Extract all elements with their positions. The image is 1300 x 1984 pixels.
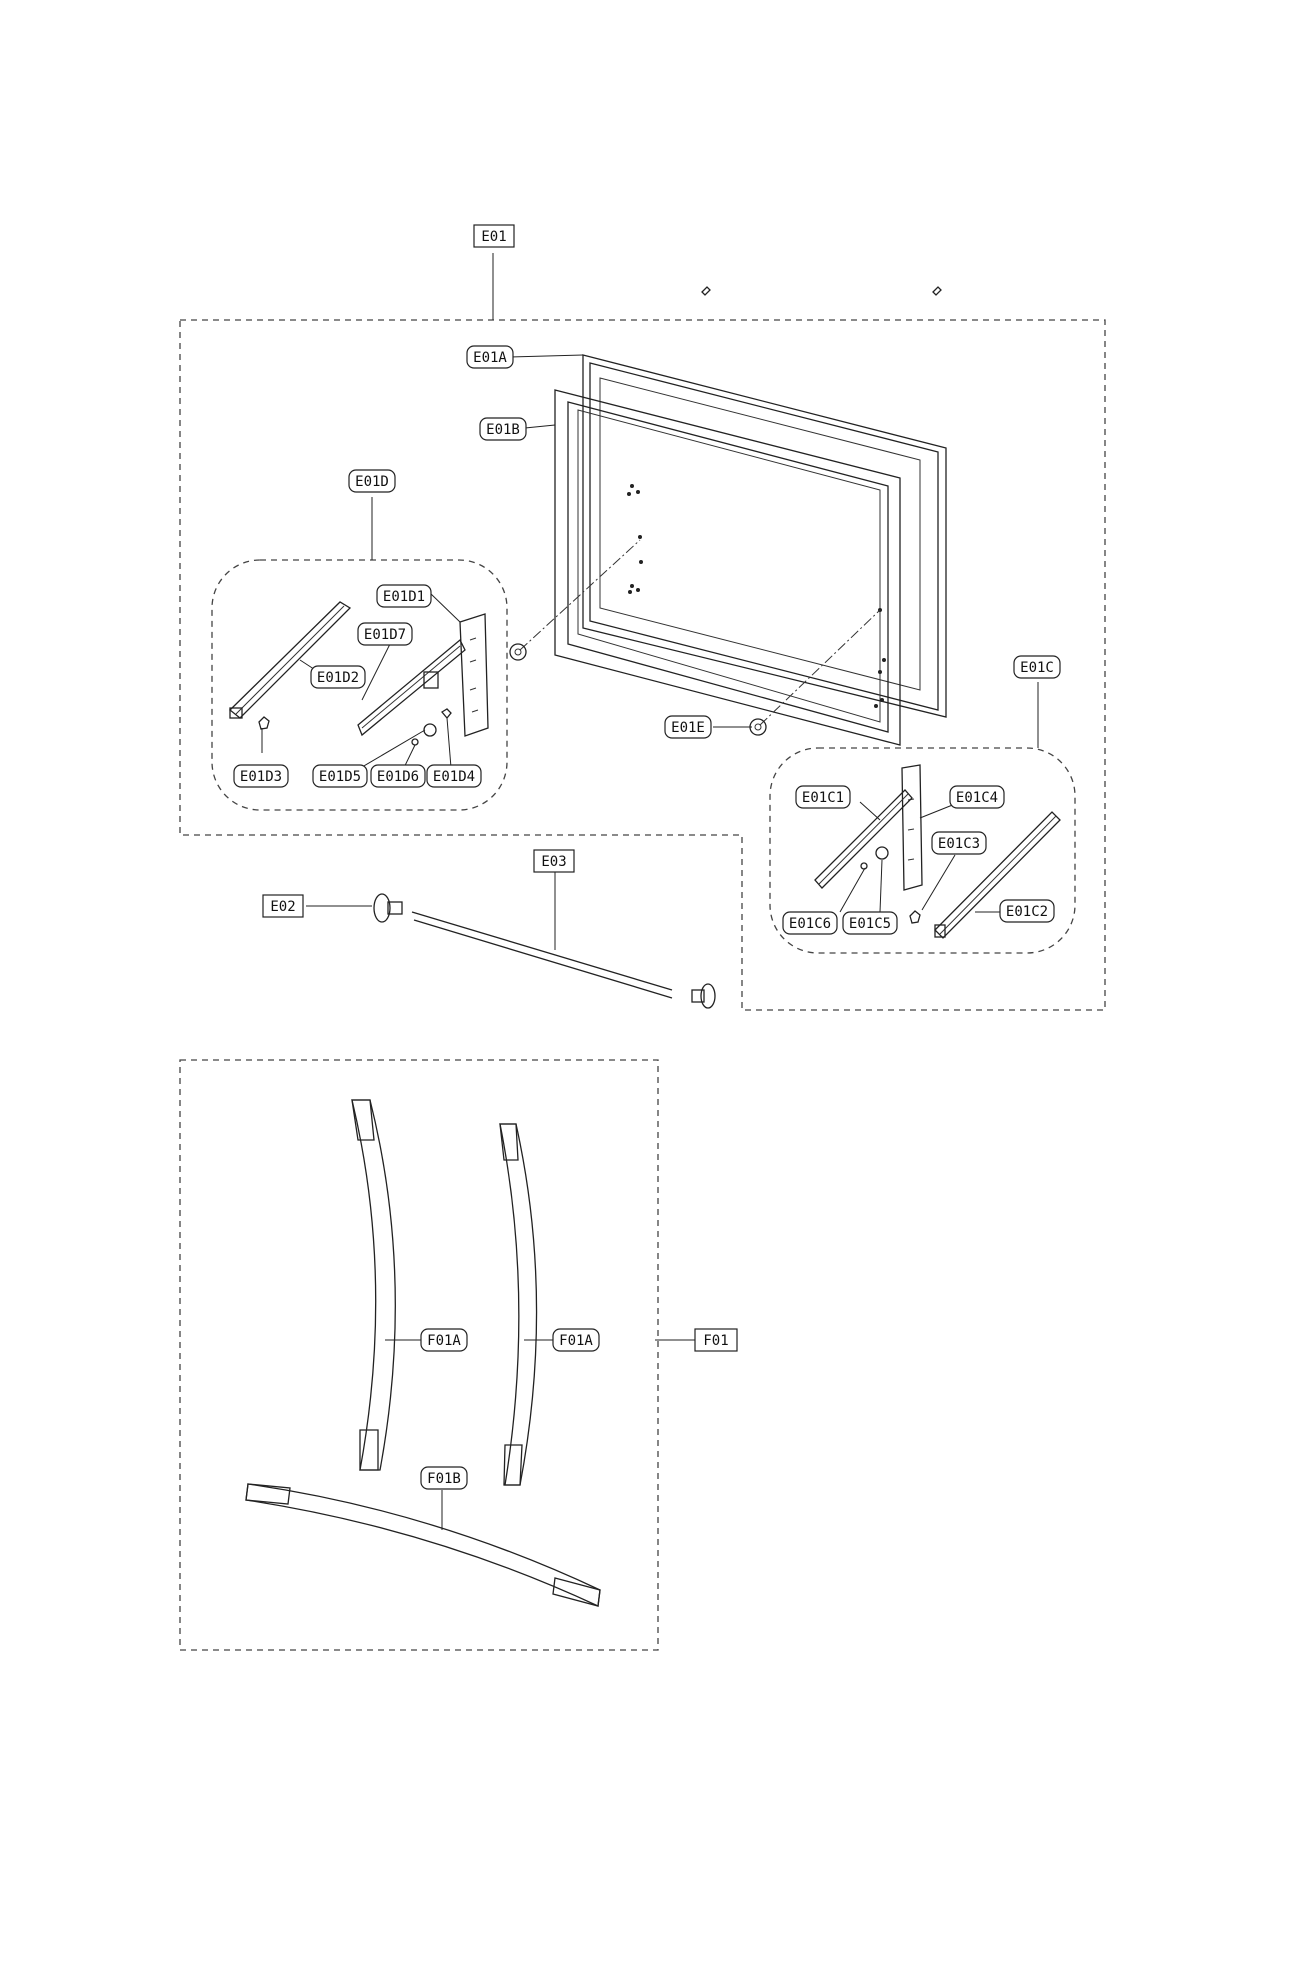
label-e01: E01	[473, 224, 515, 248]
label-e01c1: E01C1	[795, 785, 851, 809]
label-e01d1: E01D1	[376, 584, 432, 608]
svg-text:E03: E03	[541, 854, 566, 870]
label-e01c2: E01C2	[999, 899, 1055, 923]
group-e01-boundary	[179, 319, 1106, 1011]
svg-text:E01B: E01B	[486, 422, 520, 438]
label-f01a-right: F01A	[552, 1328, 600, 1352]
subgroup-e01c-boundary	[769, 747, 1076, 954]
shaft-e03	[411, 911, 673, 999]
handle-f01b	[245, 1483, 601, 1607]
label-e02: E02	[262, 894, 304, 918]
svg-text:E01C: E01C	[1020, 660, 1054, 676]
svg-text:E01D4: E01D4	[433, 769, 475, 785]
label-e01c: E01C	[1013, 655, 1061, 679]
frame-markers	[627, 484, 886, 708]
svg-text:E01D1: E01D1	[383, 589, 425, 605]
svg-text:E01A: E01A	[473, 350, 507, 366]
label-f01b: F01B	[420, 1466, 468, 1490]
label-e01d7: E01D7	[357, 622, 413, 646]
bracket-e01c	[901, 764, 923, 891]
svg-text:E01C1: E01C1	[802, 790, 844, 806]
svg-text:E01C3: E01C3	[938, 836, 980, 852]
svg-text:E01D5: E01D5	[319, 769, 361, 785]
svg-text:E01: E01	[481, 229, 506, 245]
hardware-e01d	[411, 671, 452, 746]
svg-text:E01D3: E01D3	[240, 769, 282, 785]
svg-text:E01C2: E01C2	[1006, 904, 1048, 920]
svg-text:E01C4: E01C4	[956, 790, 998, 806]
svg-text:E01D: E01D	[355, 474, 389, 490]
top-screws	[701, 286, 942, 296]
gasket-e01b	[554, 389, 901, 746]
handle-f01a-left	[351, 1099, 396, 1471]
label-e01e: E01E	[664, 715, 712, 739]
label-e01c3: E01C3	[931, 831, 987, 855]
label-e01d4: E01D4	[426, 764, 482, 788]
bracket-e01d1	[459, 613, 489, 737]
rail-e01d7	[357, 638, 466, 737]
svg-text:E01C6: E01C6	[789, 916, 831, 932]
label-e01c6: E01C6	[782, 911, 838, 935]
label-e01d2: E01D2	[310, 665, 366, 689]
bushing-left	[509, 643, 527, 661]
roller-e01d3	[258, 716, 270, 730]
bushing-e01e	[749, 718, 767, 736]
door-frame-e01a	[582, 354, 947, 718]
svg-text:E01D2: E01D2	[317, 670, 359, 686]
svg-text:E01D6: E01D6	[377, 769, 419, 785]
svg-text:E01E: E01E	[671, 720, 705, 736]
svg-text:F01B: F01B	[427, 1471, 461, 1487]
label-e03: E03	[533, 849, 575, 873]
rail-e01d2	[229, 601, 352, 719]
label-e01d5: E01D5	[312, 764, 368, 788]
svg-text:E02: E02	[270, 899, 295, 915]
svg-text:E01C5: E01C5	[849, 916, 891, 932]
gear-e02-left	[373, 893, 403, 923]
label-e01d3: E01D3	[233, 764, 289, 788]
label-f01: F01	[694, 1328, 738, 1352]
svg-text:E01D7: E01D7	[364, 627, 406, 643]
leader-lines	[261, 253, 1039, 1530]
gear-e02-right	[691, 983, 716, 1009]
label-e01a: E01A	[466, 345, 514, 369]
label-e01d6: E01D6	[370, 764, 426, 788]
rail-e01c2	[934, 811, 1061, 939]
label-e01b: E01B	[479, 417, 527, 441]
label-e01d: E01D	[348, 469, 396, 493]
center-line-left	[519, 539, 641, 651]
label-e01c5: E01C5	[842, 911, 898, 935]
svg-text:F01A: F01A	[559, 1333, 593, 1349]
center-line-right	[759, 609, 881, 726]
subgroup-e01d-boundary	[211, 559, 508, 811]
label-e01c4: E01C4	[949, 785, 1005, 809]
handle-f01a-right	[499, 1123, 538, 1486]
rail-e01c1	[814, 789, 913, 889]
svg-text:F01: F01	[703, 1333, 728, 1349]
label-f01a-left: F01A	[420, 1328, 468, 1352]
group-f01-boundary	[179, 1059, 659, 1651]
svg-text:F01A: F01A	[427, 1333, 461, 1349]
